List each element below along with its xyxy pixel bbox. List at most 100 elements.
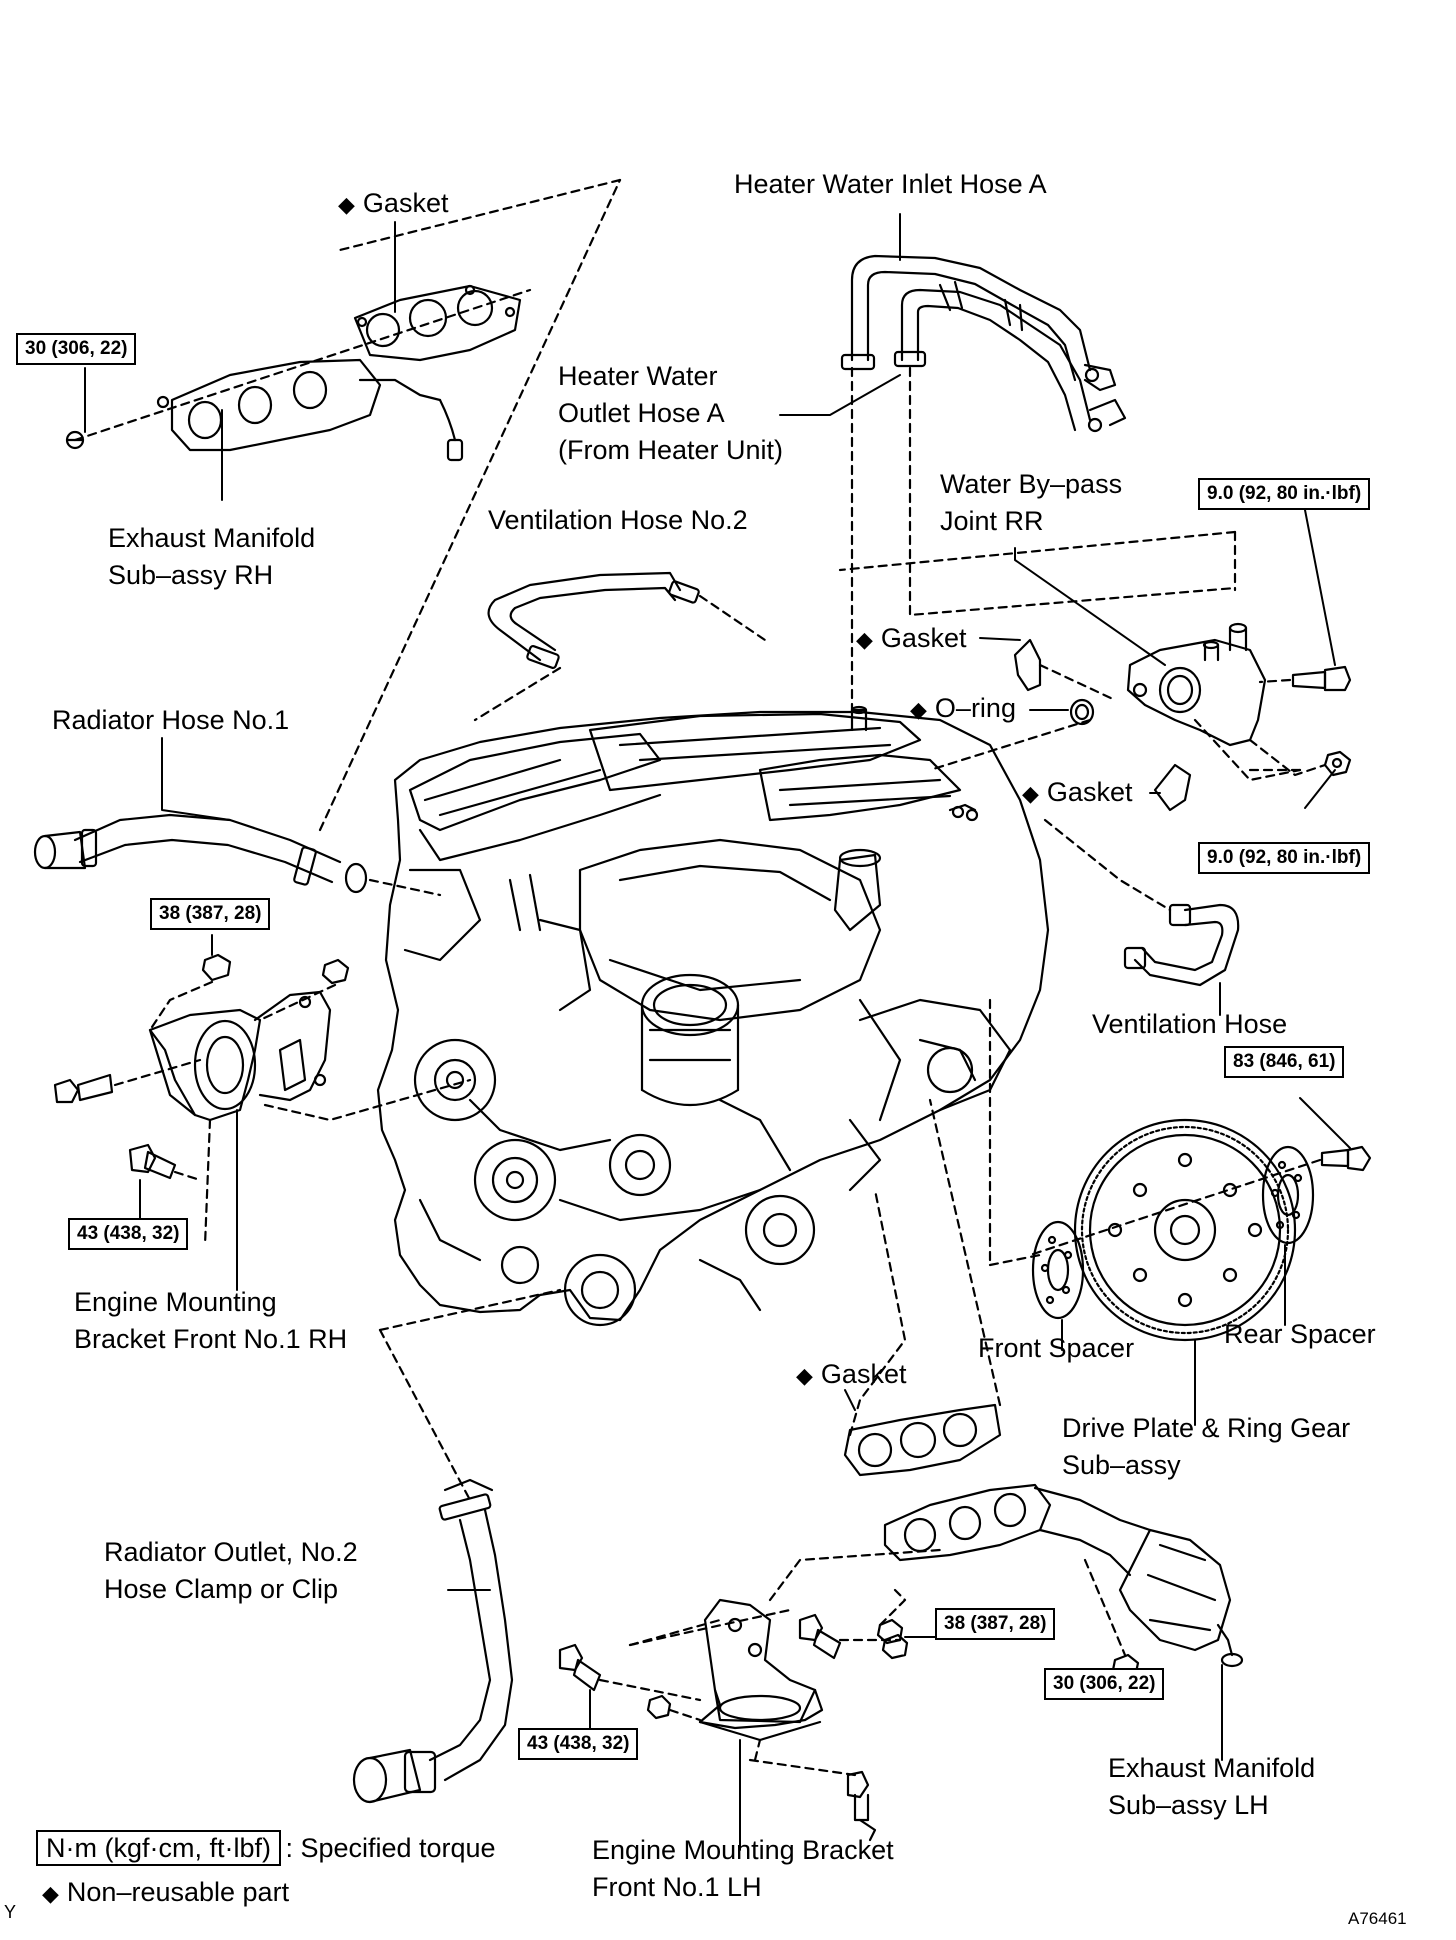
leader <box>263 1078 472 1122</box>
exhaust-manifold-lh-part <box>881 1483 1244 1682</box>
leader <box>113 1058 202 1087</box>
leader <box>748 1758 857 1777</box>
radiator-hose-1-part <box>33 813 368 894</box>
legend-nonreusable: Non–reusable part <box>42 1874 289 1912</box>
gasket-bypass-part <box>1013 638 1042 692</box>
label-line: Engine Mounting Bracket <box>592 1835 894 1865</box>
label-front-spacer: Front Spacer <box>978 1333 1135 1363</box>
label-line: Front No.1 LH <box>592 1872 762 1902</box>
legend-torque-text: : Specified torque <box>285 1833 496 1863</box>
torque-exhaust-lh: 30 (306, 22) <box>1044 1668 1165 1700</box>
leader <box>1043 818 1172 912</box>
gasket-right-part <box>1153 763 1192 812</box>
front-spacer-part <box>1031 1220 1085 1320</box>
nut-bypass-bottom <box>1323 750 1352 777</box>
drive-plate-bolt <box>1320 1145 1372 1172</box>
corner-mark: Y <box>4 1902 17 1922</box>
label-engine-mount-lh: Engine Mounting Bracket Front No.1 LH <box>592 1832 894 1906</box>
leader <box>473 666 562 722</box>
leader <box>378 1328 472 1502</box>
leader <box>838 530 1237 572</box>
leader <box>148 980 214 1032</box>
torque-mount-lh-bolt: 43 (438, 32) <box>518 1728 639 1760</box>
label-gasket-rh: Gasket <box>338 185 449 223</box>
engine-mount-lh-part <box>558 1598 904 1842</box>
label-exhaust-manifold-lh: Exhaust Manifold Sub–assy LH <box>1108 1750 1315 1824</box>
label-line: Sub–assy RH <box>108 560 274 590</box>
label-radiator-outlet: Radiator Outlet, No.2 Hose Clamp or Clip <box>104 1534 358 1608</box>
leader <box>338 178 622 252</box>
leader <box>698 594 767 642</box>
gasket-rh-part <box>353 284 522 362</box>
leader <box>908 366 1237 617</box>
callout-leaders <box>84 213 1351 1851</box>
torque-mount-rh-top: 38 (387, 28) <box>150 898 271 930</box>
label-line: Bracket Front No.1 RH <box>74 1324 348 1354</box>
leader <box>1028 1158 1322 1257</box>
label-line: Hose Clamp or Clip <box>104 1574 339 1604</box>
rear-spacer-part <box>1261 1145 1315 1245</box>
label-line: Sub–assy <box>1062 1450 1181 1480</box>
label-drive-plate: Drive Plate & Ring Gear Sub–assy <box>1062 1410 1350 1484</box>
label-line: Sub–assy LH <box>1108 1790 1269 1820</box>
label-ventilation-hose: Ventilation Hose <box>1092 1009 1288 1039</box>
bolt-bypass-top <box>1291 665 1352 692</box>
label-line: Outlet Hose A <box>558 398 725 428</box>
label-radiator-hose-1: Radiator Hose No.1 <box>52 705 290 735</box>
figure-id: A76461 <box>1348 1909 1407 1928</box>
label-line: Water By–pass <box>940 469 1123 499</box>
label-rear-spacer: Rear Spacer <box>1224 1319 1376 1349</box>
label-line: (From Heater Unit) <box>558 435 784 465</box>
torque-mount-lh-nut: 38 (387, 28) <box>935 1608 1056 1640</box>
engine-mount-rh-part <box>53 953 350 1180</box>
heater-hoses-part <box>840 254 1127 433</box>
o-ring-part <box>1069 698 1095 726</box>
label-engine-mount-rh: Engine Mounting Bracket Front No.1 RH <box>74 1284 347 1358</box>
label-line: Exhaust Manifold <box>108 523 316 553</box>
leader <box>628 1608 792 1647</box>
leader <box>368 878 442 897</box>
leader <box>1193 718 1302 782</box>
torque-mount-rh-bottom: 43 (438, 32) <box>68 1218 189 1250</box>
leader <box>988 1253 1042 1267</box>
leader <box>928 1098 1002 1407</box>
legend-torque-row: N·m (kgf·cm, ft·lbf) : Specified torque <box>36 1830 496 1866</box>
torque-bypass-top: 9.0 (92, 80 in.·lbf) <box>1198 478 1371 510</box>
torque-exhaust-rh: 30 (306, 22) <box>16 333 137 365</box>
label-gasket-lh: Gasket <box>796 1356 907 1394</box>
leader <box>878 1588 907 1627</box>
legend-torque-symbol: N·m (kgf·cm, ft·lbf) <box>36 1830 281 1866</box>
label-line: Joint RR <box>940 506 1044 536</box>
label-line: Radiator Outlet, No.2 <box>104 1537 358 1567</box>
label-line: Engine Mounting <box>74 1287 277 1317</box>
label-line: Drive Plate & Ring Gear <box>1062 1413 1351 1443</box>
leader <box>1038 663 1117 702</box>
leader <box>73 288 532 442</box>
label-gasket-right: Gasket <box>1022 774 1133 812</box>
engine-block <box>376 705 1050 1327</box>
leader <box>173 1170 202 1182</box>
leader <box>1248 738 1327 777</box>
leader <box>1083 1558 1127 1657</box>
label-o-ring: O–ring <box>910 690 1016 728</box>
label-water-bypass-joint: Water By–pass Joint RR <box>940 466 1122 540</box>
torque-drive-plate: 83 (846, 61) <box>1224 1046 1345 1078</box>
leader <box>258 983 337 1022</box>
leader <box>598 1678 702 1702</box>
label-gasket-bypass: Gasket <box>856 620 967 658</box>
ventilation-hose-part <box>1123 903 1240 987</box>
label-heater-outlet-hose: Heater Water Outlet Hose A (From Heater … <box>558 358 783 469</box>
exhaust-manifold-rh-part <box>65 358 464 462</box>
leader <box>668 1708 702 1722</box>
ventilation-hose-2-part <box>487 571 700 669</box>
leader <box>318 178 622 832</box>
label-ventilation-hose-2: Ventilation Hose No.2 <box>488 505 748 535</box>
label-line: Exhaust Manifold <box>1108 1753 1316 1783</box>
leader <box>378 1288 562 1332</box>
label-heater-inlet-hose: Heater Water Inlet Hose A <box>734 169 1047 199</box>
torque-bypass-bottom: 9.0 (92, 80 in.·lbf) <box>1198 842 1371 874</box>
leader <box>753 1738 762 1762</box>
gasket-lh-part <box>843 1403 1002 1477</box>
